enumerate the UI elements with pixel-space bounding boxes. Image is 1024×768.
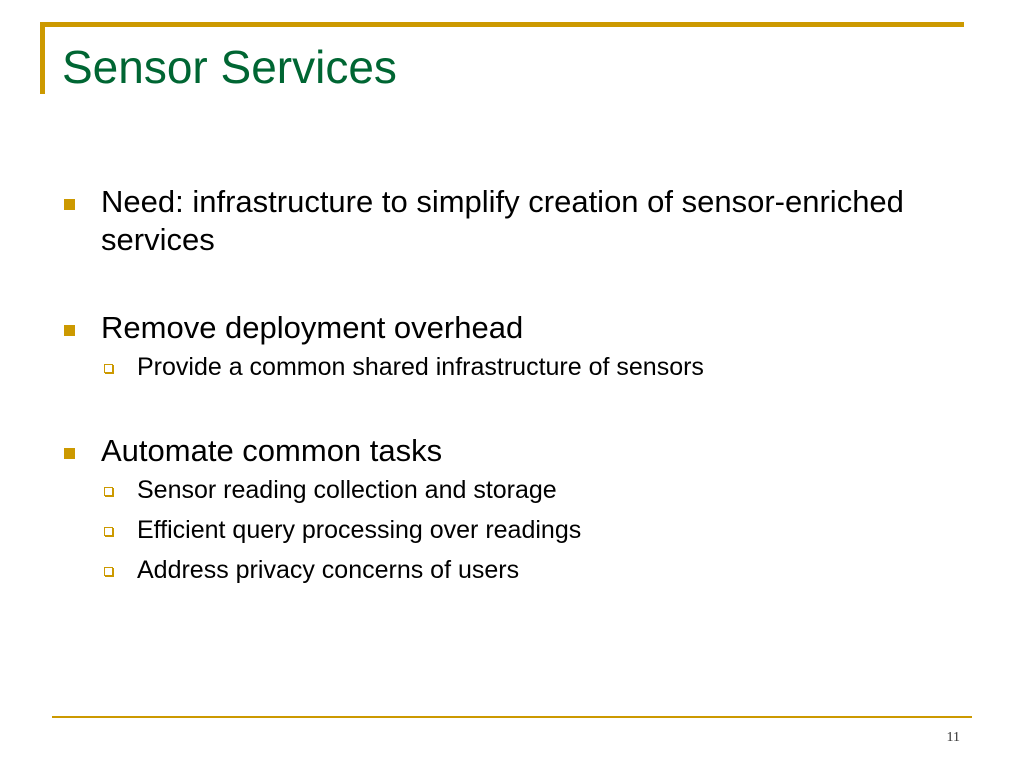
bullet-remove-overhead: Remove deployment overhead bbox=[64, 309, 964, 347]
hollow-square-bullet-icon bbox=[104, 487, 113, 496]
bullet-text: Automate common tasks bbox=[101, 433, 443, 468]
sub-bullet-text: Efficient query processing over readings bbox=[137, 516, 582, 544]
title-frame-left-rule bbox=[40, 22, 45, 94]
slide-body: Need: infrastructure to simplify creatio… bbox=[64, 183, 964, 590]
page-number: 11 bbox=[946, 730, 960, 745]
footer-rule bbox=[52, 716, 972, 718]
sub-bullet-text: Address privacy concerns of users bbox=[137, 556, 520, 584]
sub-bullet-privacy: Address privacy concerns of users bbox=[64, 550, 964, 590]
filled-square-bullet-icon bbox=[64, 448, 75, 459]
sub-bullet-text: Sensor reading collection and storage bbox=[137, 476, 557, 504]
slide-title: Sensor Services bbox=[62, 41, 397, 93]
hollow-square-bullet-icon bbox=[104, 527, 113, 536]
filled-square-bullet-icon bbox=[64, 325, 75, 336]
bullet-need: Need: infrastructure to simplify creatio… bbox=[64, 183, 964, 259]
bullet-automate-tasks: Automate common tasks bbox=[64, 432, 964, 470]
title-frame-top-rule bbox=[40, 22, 964, 27]
filled-square-bullet-icon bbox=[64, 199, 75, 210]
hollow-square-bullet-icon bbox=[104, 567, 113, 576]
sub-bullet-shared-infrastructure: Provide a common shared infrastructure o… bbox=[64, 347, 964, 387]
bullet-text: Need: infrastructure to simplify creatio… bbox=[101, 184, 904, 257]
hollow-square-bullet-icon bbox=[104, 364, 113, 373]
sub-bullet-text: Provide a common shared infrastructure o… bbox=[137, 353, 704, 381]
bullet-text: Remove deployment overhead bbox=[101, 310, 524, 345]
sub-bullet-query-processing: Efficient query processing over readings bbox=[64, 510, 964, 550]
sub-bullet-collection-storage: Sensor reading collection and storage bbox=[64, 470, 964, 510]
